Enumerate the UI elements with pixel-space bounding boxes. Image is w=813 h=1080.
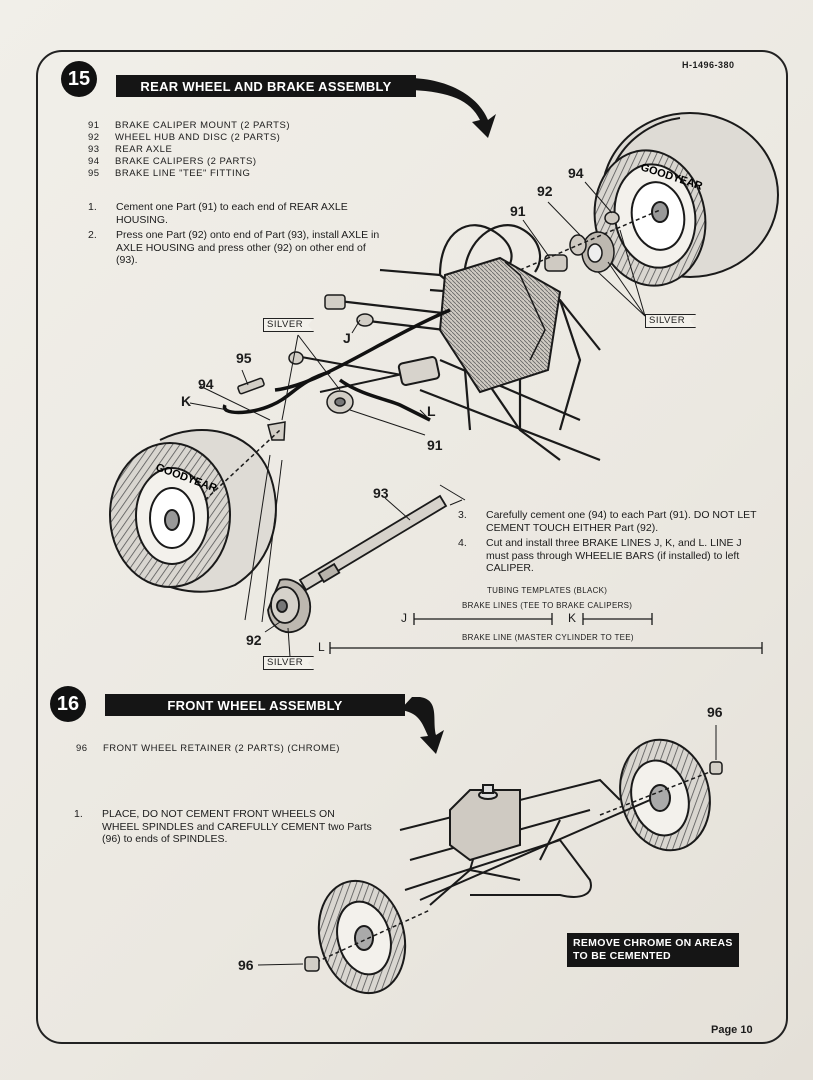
instruction-item: 1.PLACE, DO NOT CEMENT FRONT WHEELS ON W… — [74, 808, 372, 845]
callout-l: L — [427, 403, 436, 419]
silver-tag: SILVER — [645, 314, 697, 328]
step-16-number: 16 — [50, 686, 86, 722]
front-right-tire — [619, 738, 711, 852]
page-number: Page 10 — [711, 1024, 753, 1036]
front-left-tire — [317, 879, 407, 995]
callout-92: 92 — [537, 183, 553, 199]
fuel-tank — [449, 784, 521, 862]
callout-92-bottom: 92 — [246, 632, 262, 648]
callout-k: K — [181, 393, 192, 409]
page-frame — [36, 50, 788, 1044]
instruction-item: 3.Carefully cement one (94) to each Part… — [458, 509, 757, 534]
tubing-templates — [329, 613, 763, 654]
front-axle-frame — [399, 778, 651, 906]
tubing-k-label: K — [568, 611, 577, 625]
instruction-item: 4.Cut and install three BRAKE LINES J, K… — [458, 537, 742, 574]
chrome-note: REMOVE CHROME ON AREAS TO BE CEMENTED — [567, 933, 739, 967]
master-line-label: BRAKE LINE (MASTER CYLINDER TO TEE) — [462, 633, 634, 642]
tubing-l-label: L — [318, 640, 325, 654]
rear-axle-part — [267, 494, 448, 634]
right-hub-assembly — [544, 211, 620, 273]
callout-93: 93 — [373, 485, 389, 501]
callout-96-bottom: 96 — [238, 957, 254, 973]
step-15-instructions-continued: 3.Carefully cement one (94) to each Part… — [458, 509, 758, 578]
callout-96-top: 96 — [707, 704, 723, 720]
step-16-title: FRONT WHEEL ASSEMBLY — [105, 694, 405, 716]
tubing-j-label: J — [401, 611, 407, 625]
brake-lines — [222, 308, 451, 422]
step-16-instructions: 1.PLACE, DO NOT CEMENT FRONT WHEELS ON W… — [74, 808, 374, 849]
silver-tag: SILVER — [263, 318, 315, 332]
callout-95: 95 — [236, 350, 252, 366]
silver-tag: SILVER — [263, 656, 315, 670]
front-wheel-retainers — [304, 761, 723, 972]
callout-94: 94 — [568, 165, 584, 181]
part-number: H-1496-380 — [682, 60, 735, 70]
axle-housing — [289, 354, 441, 393]
callout-91-mid: 91 — [427, 437, 443, 453]
rear-left-tire — [109, 429, 277, 593]
callout-94-left: 94 — [198, 376, 214, 392]
tubing-templates-title: TUBING TEMPLATES (BLACK) — [487, 586, 608, 595]
instruction-item: 1.Cement one Part (91) to each end of RE… — [88, 201, 348, 226]
instruction-item: 2.Press one Part (92) onto end of Part (… — [88, 229, 380, 266]
rear-right-tire — [593, 112, 779, 287]
step-15-title: REAR WHEEL AND BRAKE ASSEMBLY — [116, 75, 416, 97]
callout-j: J — [343, 330, 351, 346]
callout-91: 91 — [510, 203, 526, 219]
step-15-number: 15 — [61, 61, 97, 97]
step-15-instructions: 1.Cement one Part (91) to each end of RE… — [88, 201, 384, 270]
brake-lines-label: BRAKE LINES (TEE TO BRAKE CALIPERS) — [462, 601, 633, 610]
